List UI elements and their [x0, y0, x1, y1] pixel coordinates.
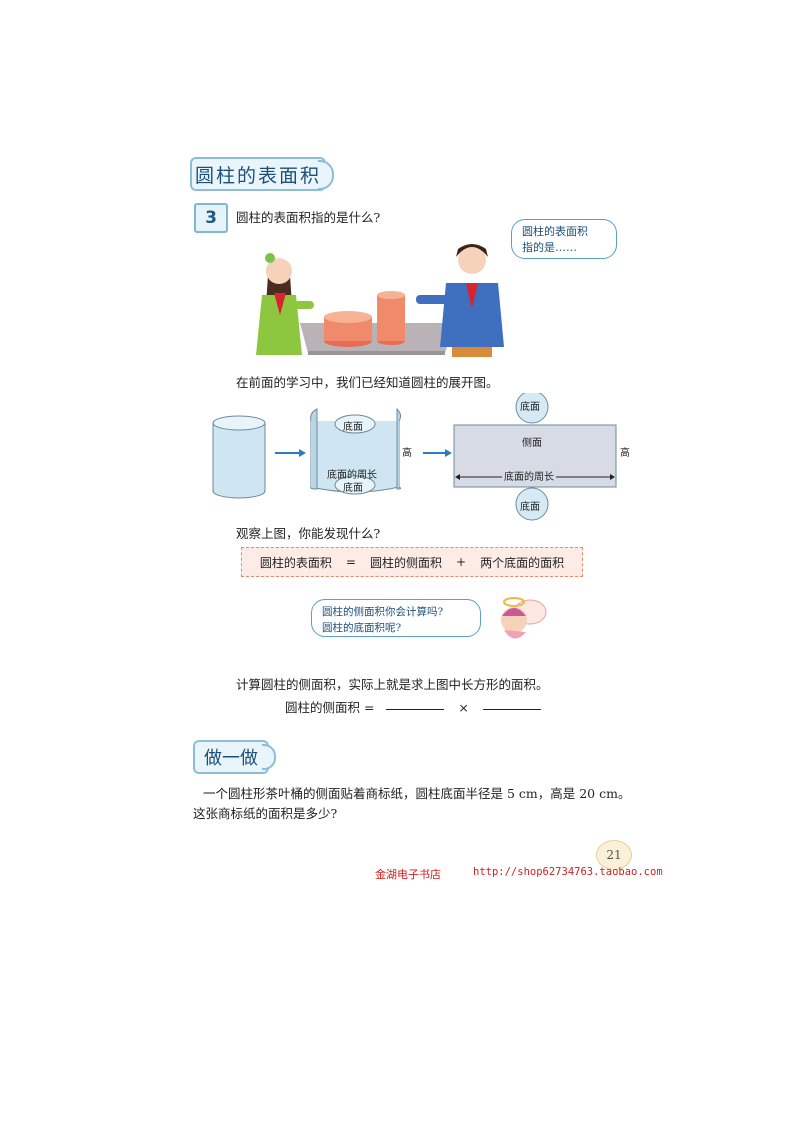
formula-plus: +: [456, 555, 467, 569]
label-net-circumference: 底面的周长: [502, 468, 556, 483]
label-net-base-bottom: 底面: [520, 502, 540, 513]
label-height: 高: [402, 448, 412, 459]
girl-figure: [256, 253, 314, 355]
angel-illustration: [501, 597, 547, 639]
observe-text: 观察上图，你能发现什么?: [236, 526, 381, 541]
tall-cylinder: [377, 295, 405, 341]
solid-cylinder: [212, 415, 266, 499]
title-scroll-decoration: [318, 160, 334, 190]
practice-title: 做一做: [193, 740, 269, 774]
label-base-bottom: 底面: [343, 483, 363, 494]
formula-part2: 两个底面的面积: [480, 555, 565, 570]
label-base-circumference: 底面的周长: [327, 470, 377, 481]
angel-speech-bubble: 圆柱的侧面积你会计算吗? 圆柱的底面积呢?: [311, 599, 481, 637]
footer-url[interactable]: http://shop62734763.taobao.com: [473, 866, 663, 878]
times-sign: ×: [458, 700, 469, 715]
label-net-base-top: 底面: [520, 402, 540, 413]
surface-area-formula: 圆柱的表面积 = 圆柱的侧面积 + 两个底面的面积: [241, 547, 583, 577]
label-net-height: 高: [620, 448, 630, 459]
intro-text: 在前面的学习中，我们已经知道圆柱的展开图。: [236, 375, 499, 390]
page-number: 21: [596, 840, 632, 870]
blank-line-2: [482, 708, 541, 710]
practice-line-1: 一个圆柱形茶叶桶的侧面贴着商标纸，圆柱底面半径是 5 cm，高是 20 cm。: [203, 786, 631, 801]
label-lateral: 侧面: [522, 438, 542, 449]
boy-bubble-line-2: 指的是……: [522, 241, 577, 254]
label-base-top: 底面: [343, 422, 363, 433]
angel-bubble-line-1: 圆柱的侧面积你会计算吗?: [322, 606, 444, 618]
formula-left: 圆柱的表面积: [259, 555, 332, 570]
footer-shop-name: 金湖电子书店: [375, 868, 441, 881]
boy-figure: [416, 244, 504, 357]
example-number: 3: [194, 203, 228, 233]
boy-bubble-line-1: 圆柱的表面积: [522, 225, 588, 238]
net-top-base: [515, 393, 549, 424]
top-base-circle: [334, 414, 376, 434]
bottom-base-circle: [334, 475, 376, 495]
children-illustration: [256, 244, 504, 357]
practice-scroll-decoration: [262, 744, 276, 770]
lateral-area-formula: 圆柱的侧面积 = ×: [285, 697, 541, 716]
formula-part1: 圆柱的侧面积: [369, 555, 442, 570]
practice-line-2: 这张商标纸的面积是多少?: [193, 806, 338, 821]
lateral-area-text: 计算圆柱的侧面积，实际上就是求上图中长方形的面积。: [236, 677, 549, 692]
section-title: 圆柱的表面积: [190, 157, 326, 191]
example-question: 圆柱的表面积指的是什么?: [236, 210, 381, 225]
blank-line-1: [386, 708, 445, 710]
unrolling-cylinder: [310, 407, 402, 495]
lateral-formula-label: 圆柱的侧面积 =: [285, 700, 375, 715]
formula-equals: =: [345, 555, 356, 569]
net-bottom-base: [515, 487, 549, 521]
cylinder-net-diagram: [212, 393, 617, 521]
angel-bubble-line-2: 圆柱的底面积呢?: [322, 622, 402, 634]
boy-speech-bubble: 圆柱的表面积 指的是……: [511, 219, 617, 259]
